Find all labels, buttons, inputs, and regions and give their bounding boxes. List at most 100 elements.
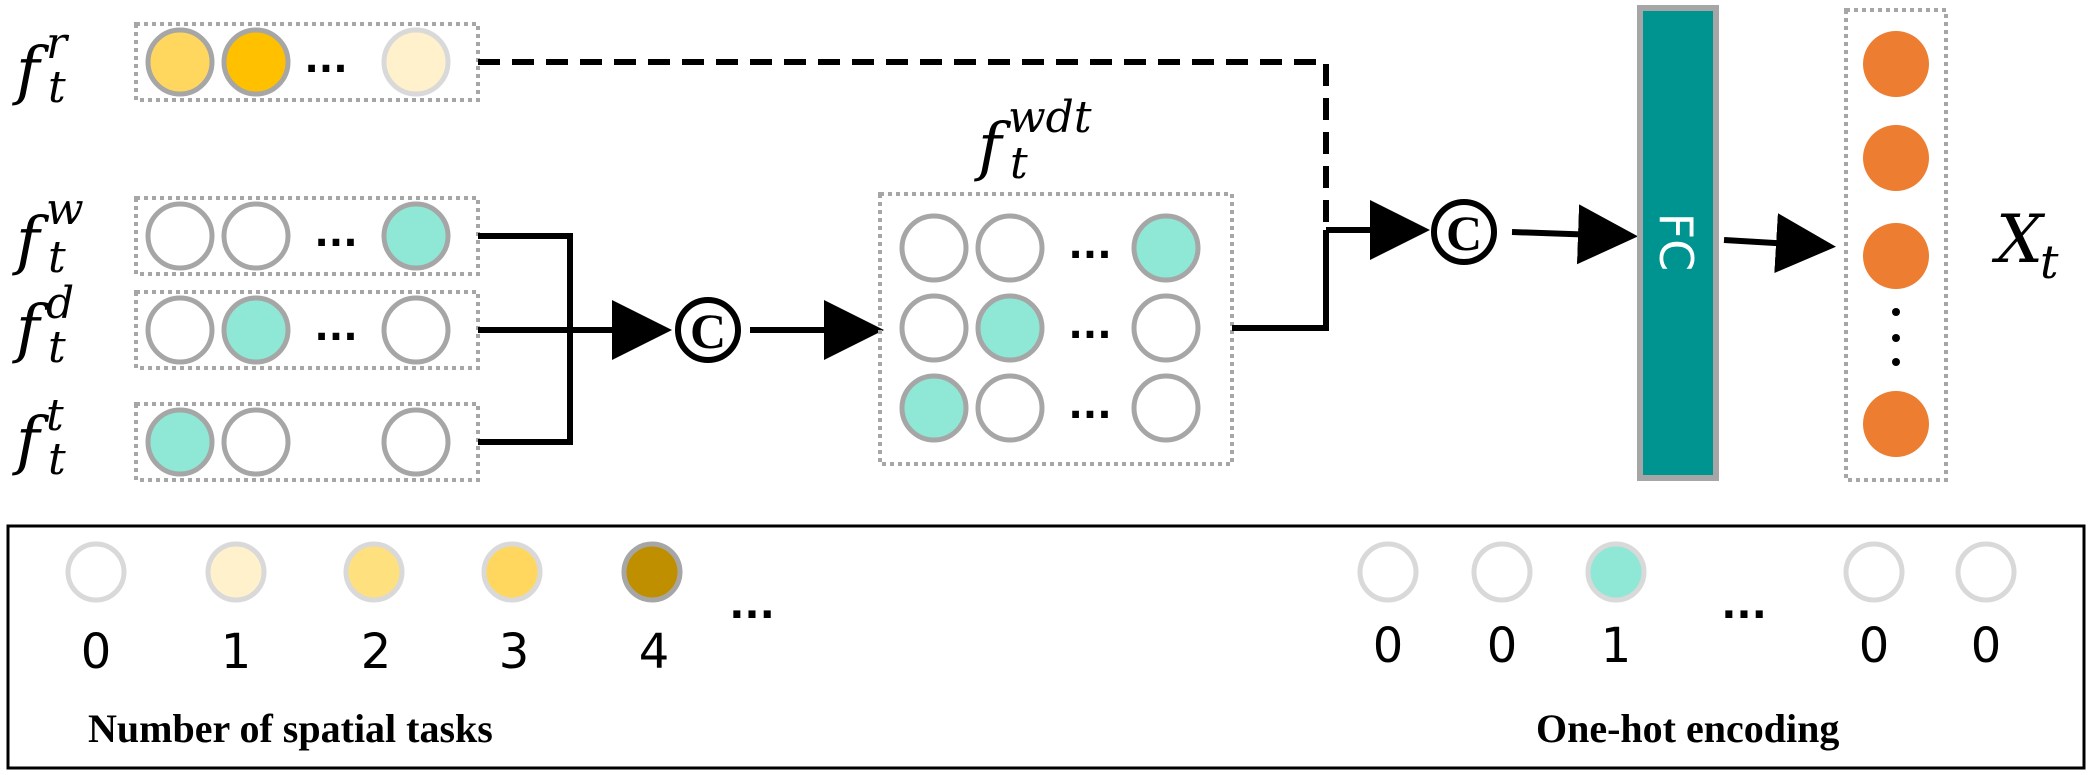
- fw-ellipsis: ...: [314, 211, 357, 255]
- legend-swatch-4: [621, 541, 683, 603]
- matrix-ellipsis: ...: [1068, 303, 1111, 347]
- fw-base: f: [12, 204, 50, 278]
- fw-subscript: t: [48, 232, 66, 283]
- concat-2-label: C: [1446, 205, 1482, 261]
- fc-layer: FC: [1637, 5, 1719, 481]
- legend-left-value: 3: [499, 624, 530, 680]
- fd-node: [145, 295, 215, 365]
- matrix-node: [1131, 373, 1201, 443]
- legend-left-value: 1: [221, 624, 252, 680]
- combined-subscript: t: [1010, 138, 1028, 189]
- fr-base: f: [12, 34, 50, 108]
- legend-right-value: 0: [1487, 618, 1518, 674]
- connector-combined: [1232, 230, 1329, 331]
- matrix-node: [899, 213, 969, 283]
- combined-base: f: [974, 110, 1012, 184]
- fc-label: FC: [1649, 213, 1703, 272]
- fd-ellipsis: ...: [314, 305, 357, 349]
- legend-right-value: 0: [1373, 618, 1404, 674]
- fw-node: [381, 201, 451, 271]
- concat-symbol-1: C: [675, 297, 741, 363]
- fr-node: [381, 27, 451, 97]
- concat-symbol-2: C: [1431, 199, 1497, 265]
- arrow-to-fc: [1511, 204, 1638, 265]
- ft-node: [145, 407, 215, 477]
- legend-left-ellipsis: ...: [729, 582, 775, 628]
- fr-node: [145, 27, 215, 97]
- fd-node: [381, 295, 451, 365]
- input-label-fr: f r t: [12, 18, 70, 113]
- legend-left-value: 0: [81, 624, 112, 680]
- ft-subscript: t: [48, 434, 66, 485]
- legend-right-value: 1: [1601, 618, 1632, 674]
- output-node: [1863, 391, 1929, 457]
- concat-1-label: C: [690, 303, 726, 359]
- legend-left-title: Number of spatial tasks: [88, 706, 493, 751]
- matrix-node: [975, 293, 1045, 363]
- legend-spatial-tasks: ... 0 1 2 3 4 Number of spatial tasks: [65, 541, 775, 751]
- input-label-ft: f t t: [12, 390, 66, 485]
- output-vdot: [1892, 358, 1900, 366]
- output-base: X: [1991, 201, 2046, 278]
- fw-node: [145, 201, 215, 271]
- onehot-swatch: [1585, 541, 1647, 603]
- onehot-swatch: [1471, 541, 1533, 603]
- fr-ellipsis: ...: [304, 37, 347, 81]
- fr-node: [221, 27, 291, 97]
- ft-superscript: t: [46, 390, 64, 441]
- merge-connector: [478, 233, 672, 445]
- input-label-fd: f d t: [12, 278, 74, 373]
- ft-node: [381, 407, 451, 477]
- dashed-connector-fr: [478, 59, 1329, 230]
- legend-left-value: 4: [639, 624, 670, 680]
- combined-superscript: wdt: [1008, 92, 1092, 143]
- onehot-swatch: [1955, 541, 2017, 603]
- legend-swatch-0: [65, 541, 127, 603]
- fd-node: [221, 295, 291, 365]
- fd-subscript: t: [48, 322, 66, 373]
- fr-superscript: r: [46, 18, 70, 69]
- matrix-node: [975, 373, 1045, 443]
- output-subscript: t: [2040, 235, 2059, 289]
- matrix-node: [1131, 293, 1201, 363]
- fd-base: f: [12, 292, 50, 366]
- output-node: [1863, 223, 1929, 289]
- fd-superscript: d: [46, 278, 74, 329]
- matrix-node: [899, 373, 969, 443]
- output-node: [1863, 125, 1929, 191]
- fr-subscript: t: [48, 62, 66, 113]
- legend-swatch-3: [481, 541, 543, 603]
- output-node: [1863, 31, 1929, 97]
- legend-left-value: 2: [361, 624, 392, 680]
- matrix-ellipsis: ...: [1068, 223, 1111, 267]
- legend-swatch-1: [205, 541, 267, 603]
- legend-right-value: 0: [1859, 618, 1890, 674]
- legend-right-value: 0: [1971, 618, 2002, 674]
- combined-label: f wdt t: [974, 92, 1092, 189]
- legend-swatch-2: [343, 541, 405, 603]
- ft-base: f: [12, 404, 50, 478]
- onehot-swatch: [1357, 541, 1419, 603]
- output-vdot: [1892, 308, 1900, 316]
- fw-node: [221, 201, 291, 271]
- input-label-fw: f w t: [12, 184, 84, 283]
- legend-right-ellipsis: ...: [1721, 582, 1767, 628]
- legend-right-title: One-hot encoding: [1536, 706, 1839, 751]
- onehot-swatch: [1843, 541, 1905, 603]
- matrix-node: [899, 293, 969, 363]
- matrix-node: [1131, 213, 1201, 283]
- arrow-to-output: [1723, 213, 1836, 274]
- matrix-node: [975, 213, 1045, 283]
- vector-ft: [134, 402, 480, 482]
- legend-box: [6, 524, 2086, 770]
- combined-matrix: ... ... ...: [878, 192, 1234, 466]
- vector-fd: ...: [134, 290, 480, 370]
- ft-node: [221, 407, 291, 477]
- legend-one-hot: ... 0 0 1 0 0 One-hot encoding: [1357, 541, 2017, 751]
- output-vdot: [1892, 334, 1900, 342]
- vector-fr: ...: [134, 22, 480, 102]
- fw-superscript: w: [46, 184, 84, 235]
- vector-fw: ...: [134, 196, 480, 276]
- matrix-ellipsis: ...: [1068, 383, 1111, 427]
